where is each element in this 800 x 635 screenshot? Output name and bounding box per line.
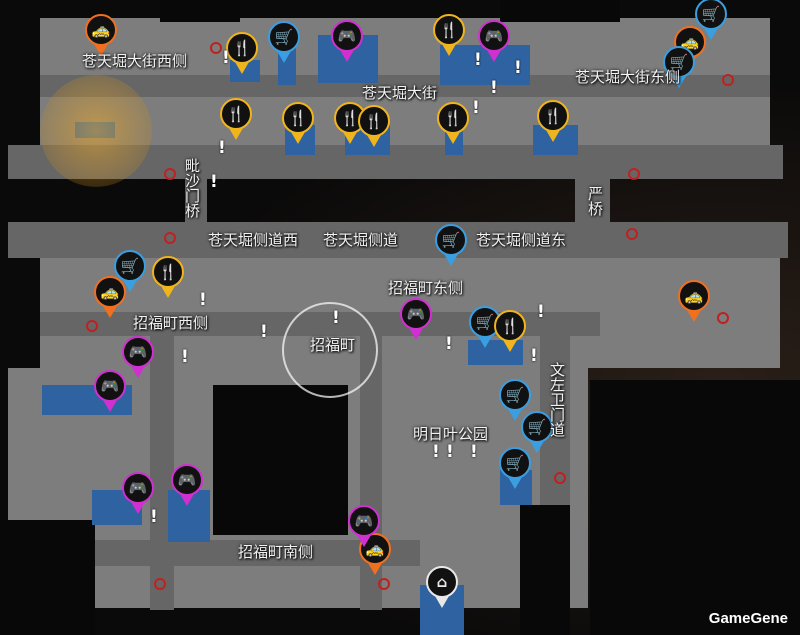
no-entry-icon (626, 228, 638, 240)
map-label: 苍天堀侧道西 (208, 231, 299, 249)
map-label: 苍天堀大街东侧 (575, 68, 681, 86)
shop-pin-icon[interactable]: 🛒 (695, 0, 727, 40)
map-label: 招福町南侧 (238, 543, 314, 561)
game-pin-icon[interactable]: 🎮 (122, 472, 154, 514)
game-pin-icon[interactable]: 🎮 (478, 20, 510, 62)
no-entry-icon (164, 232, 176, 244)
food-pin-icon[interactable]: 🍴 (358, 105, 390, 147)
no-entry-icon (628, 168, 640, 180)
food-pin-icon[interactable]: 🍴 (537, 100, 569, 142)
taxi-pin-icon[interactable]: 🚕 (678, 280, 710, 322)
quest-marker-icon[interactable]: ! (218, 138, 226, 158)
quest-marker-icon[interactable]: ! (537, 302, 545, 322)
game-pin-icon[interactable]: 🎮 (331, 20, 363, 62)
shop-pin-icon[interactable]: 🛒 (499, 447, 531, 489)
no-entry-icon (86, 320, 98, 332)
quest-marker-icon[interactable]: ! (432, 442, 440, 462)
food-pin-icon[interactable]: 🍴 (437, 102, 469, 144)
map-label: 文左卫门道 (548, 362, 566, 437)
quest-marker-icon[interactable]: ! (446, 442, 454, 462)
home-pin-icon[interactable]: ⌂ (426, 566, 458, 608)
game-pin-icon[interactable]: 🎮 (122, 336, 154, 378)
game-pin-icon[interactable]: 🎮 (348, 505, 380, 547)
map-label: 毗沙门桥 (183, 158, 201, 218)
no-entry-icon (554, 472, 566, 484)
quest-marker-icon[interactable]: ! (474, 50, 482, 70)
no-entry-icon (210, 42, 222, 54)
quest-marker-icon[interactable]: ! (530, 346, 538, 366)
food-pin-icon[interactable]: 🍴 (152, 256, 184, 298)
quest-marker-icon[interactable]: ! (445, 334, 453, 354)
map-label: 明日叶公园 (413, 425, 489, 443)
shop-pin-icon[interactable]: 🛒 (663, 46, 695, 88)
map-label: 苍天堀大街西侧 (82, 52, 188, 70)
map-label: 苍天堀侧道 (323, 231, 399, 249)
map-label: 苍天堀大街 (362, 84, 438, 102)
quest-marker-icon[interactable]: ! (210, 172, 218, 192)
quest-marker-icon[interactable]: ! (199, 290, 207, 310)
quest-marker-icon[interactable]: ! (181, 347, 189, 367)
watermark: GameGene (708, 610, 788, 627)
quest-marker-icon[interactable]: ! (150, 507, 158, 527)
target-reticle (282, 302, 378, 398)
quest-marker-icon[interactable]: ! (470, 442, 478, 462)
shop-pin-icon[interactable]: 🛒 (469, 306, 501, 348)
no-entry-icon (164, 168, 176, 180)
game-pin-icon[interactable]: 🎮 (400, 298, 432, 340)
taxi-pin-icon[interactable]: 🚕 (359, 533, 391, 575)
game-pin-icon[interactable]: 🎮 (171, 464, 203, 506)
food-pin-icon[interactable]: 🍴 (494, 310, 526, 352)
map-label: 招福町西侧 (133, 314, 209, 332)
game-pin-icon[interactable]: 🎮 (94, 370, 126, 412)
shop-pin-icon[interactable]: 🛒 (521, 411, 553, 453)
quest-marker-icon[interactable]: ! (514, 58, 522, 78)
map-label: 严桥 (586, 186, 604, 216)
map-label: 招福町东侧 (388, 279, 464, 297)
food-pin-icon[interactable]: 🍴 (433, 14, 465, 56)
quest-marker-icon[interactable]: ! (332, 308, 340, 328)
food-pin-icon[interactable]: 🍴 (220, 98, 252, 140)
shop-pin-icon[interactable]: 🛒 (435, 224, 467, 266)
food-pin-icon[interactable]: 🍴 (226, 32, 258, 74)
no-entry-icon (378, 578, 390, 590)
quest-marker-icon[interactable]: ! (222, 48, 230, 68)
no-entry-icon (717, 312, 729, 324)
no-entry-icon (722, 74, 734, 86)
quest-marker-icon[interactable]: ! (260, 322, 268, 342)
map-label: 苍天堀侧道东 (476, 231, 567, 249)
shop-pin-icon[interactable]: 🛒 (268, 21, 300, 63)
quest-marker-icon[interactable]: ! (490, 78, 498, 98)
player-location-marker (40, 75, 152, 187)
map-label: 招福町 (310, 336, 356, 354)
no-entry-icon (154, 578, 166, 590)
taxi-pin-icon[interactable]: 🚕 (94, 276, 126, 318)
food-pin-icon[interactable]: 🍴 (282, 102, 314, 144)
taxi-pin-icon[interactable]: 🚕 (85, 14, 117, 56)
shop-pin-icon[interactable]: 🛒 (499, 379, 531, 421)
quest-marker-icon[interactable]: ! (472, 98, 480, 118)
shop-pin-icon[interactable]: 🛒 (114, 250, 146, 292)
